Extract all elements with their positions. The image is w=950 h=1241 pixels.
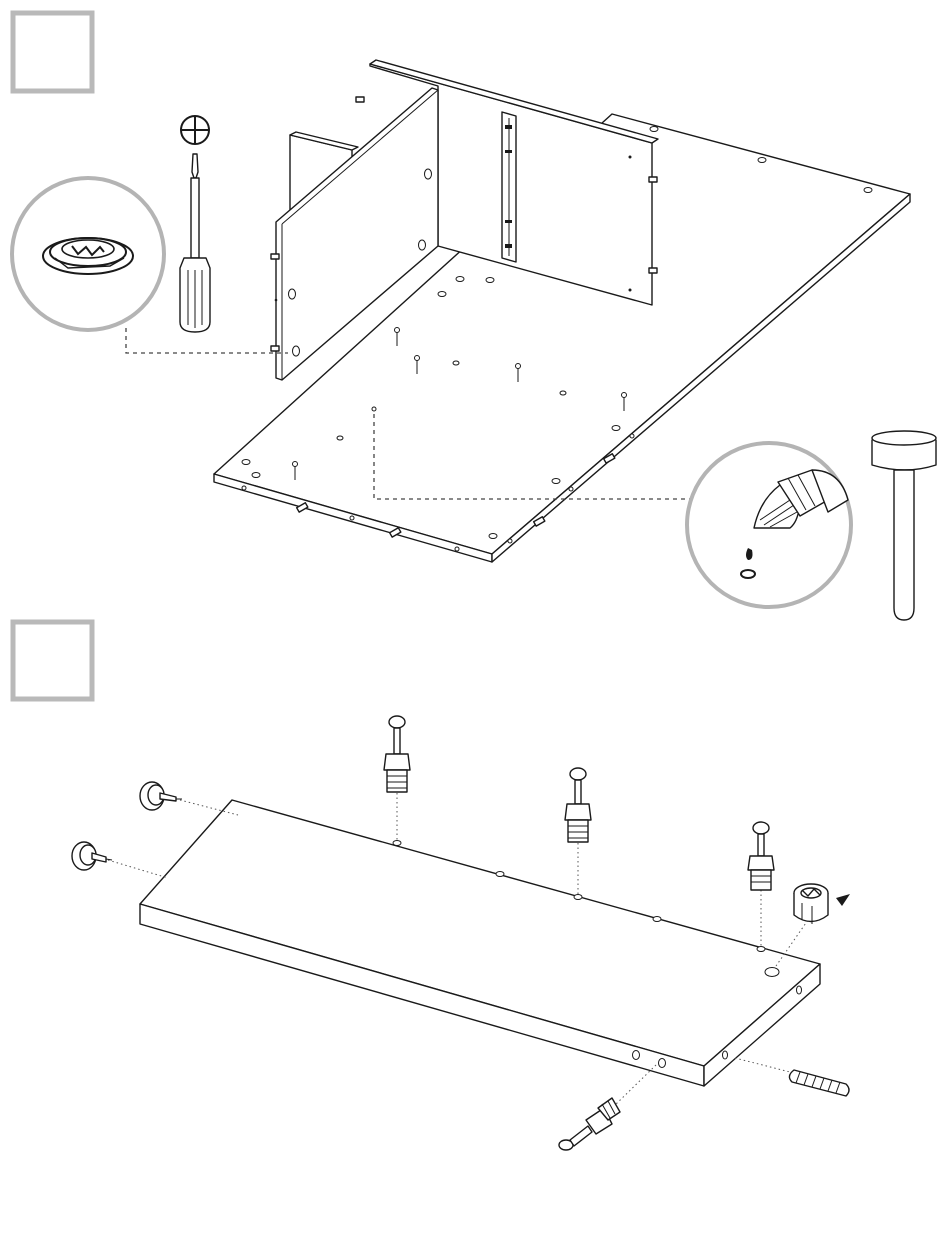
cam-lock-icon — [43, 238, 133, 274]
cam-bolt-1 — [384, 716, 410, 792]
cam-bolt-2 — [565, 768, 591, 842]
phillips-symbol-icon — [181, 116, 209, 144]
mallet-icon — [872, 431, 936, 620]
shelf-board — [140, 800, 820, 1086]
screwdriver-icon — [180, 154, 210, 332]
dowel-icon — [789, 1070, 849, 1096]
cam-bolt-3 — [748, 822, 774, 890]
glide-icon — [72, 782, 182, 870]
cam-bolt-horizontal — [559, 1098, 620, 1150]
cam-lock-icon — [794, 884, 850, 924]
cam-lock-detail — [12, 178, 164, 330]
glide-1 — [140, 782, 182, 810]
glue-bottle-detail — [687, 443, 851, 607]
step-1-box — [13, 13, 92, 91]
drawer-runner — [502, 112, 516, 262]
glide-2 — [72, 842, 112, 870]
cam-lock-callout-line — [126, 328, 288, 353]
step-2-box — [13, 622, 92, 699]
